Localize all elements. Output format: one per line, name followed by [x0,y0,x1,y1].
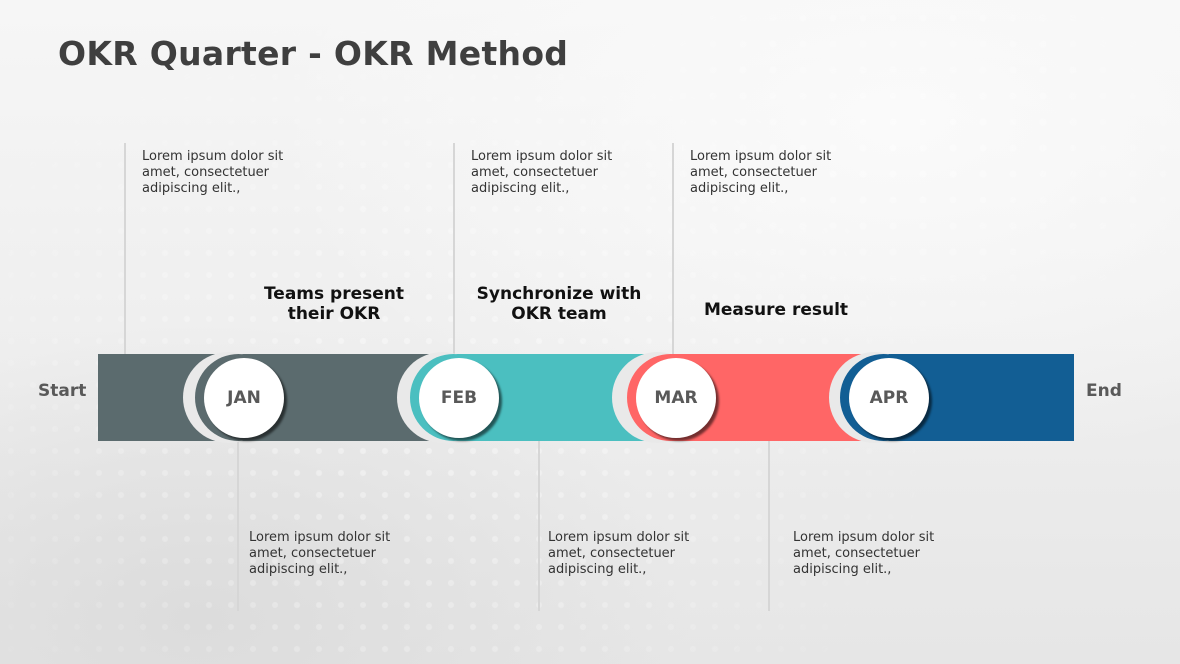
note-top-1: Lorem ipsum dolor sit amet, consectetuer… [142,149,312,197]
stage-heading-2: Synchronize with OKR team [464,284,654,324]
month-label: FEB [440,388,478,408]
note-line: adipiscing elit., [690,181,789,196]
note-line: amet, consectetuer [471,165,599,180]
note-bottom-3: Lorem ipsum dolor sit amet, consectetuer… [793,530,963,578]
connector-line-bottom-1 [237,441,239,611]
connector-line-bottom-3 [768,441,770,611]
note-line: Lorem ipsum dolor sit [471,149,613,164]
stage-heading-1: Teams present their OKR [244,284,424,324]
month-mar: MAR [636,358,716,438]
stage-heading-3: Measure result [686,300,866,320]
month-feb: FEB [419,358,499,438]
connector-line-top-2 [453,143,455,354]
heading-line: their OKR [287,304,381,324]
note-line: adipiscing elit., [471,181,570,196]
note-line: adipiscing elit., [249,562,348,577]
note-bottom-2: Lorem ipsum dolor sit amet, consectetuer… [548,530,718,578]
note-line: Lorem ipsum dolor sit [142,149,284,164]
note-top-2: Lorem ipsum dolor sit amet, consectetuer… [471,149,641,197]
heading-line: Teams present [263,284,405,304]
note-line: amet, consectetuer [793,546,921,561]
connector-line-top-1 [124,143,126,354]
note-line: amet, consectetuer [142,165,270,180]
note-line: adipiscing elit., [548,562,647,577]
heading-line: OKR team [511,304,607,324]
page-title: OKR Quarter - OKR Method [58,34,569,73]
note-top-3: Lorem ipsum dolor sit amet, consectetuer… [690,149,860,197]
note-line: amet, consectetuer [690,165,818,180]
note-line: adipiscing elit., [142,181,241,196]
start-label: Start [38,381,87,401]
month-apr: APR [849,358,929,438]
connector-line-top-3 [672,143,674,354]
note-line: Lorem ipsum dolor sit [249,530,391,545]
end-label: End [1086,381,1122,401]
note-line: Lorem ipsum dolor sit [793,530,935,545]
note-line: amet, consectetuer [548,546,676,561]
heading-line: Synchronize with [476,284,642,304]
note-line: Lorem ipsum dolor sit [548,530,690,545]
note-line: amet, consectetuer [249,546,377,561]
month-label: APR [869,388,909,408]
note-line: adipiscing elit., [793,562,892,577]
note-line: Lorem ipsum dolor sit [690,149,832,164]
month-jan: JAN [204,358,284,438]
month-label: MAR [654,388,698,408]
heading-line: Measure result [703,300,849,320]
note-bottom-1: Lorem ipsum dolor sit amet, consectetuer… [249,530,419,578]
month-label: JAN [227,388,261,408]
connector-line-bottom-2 [538,441,540,611]
